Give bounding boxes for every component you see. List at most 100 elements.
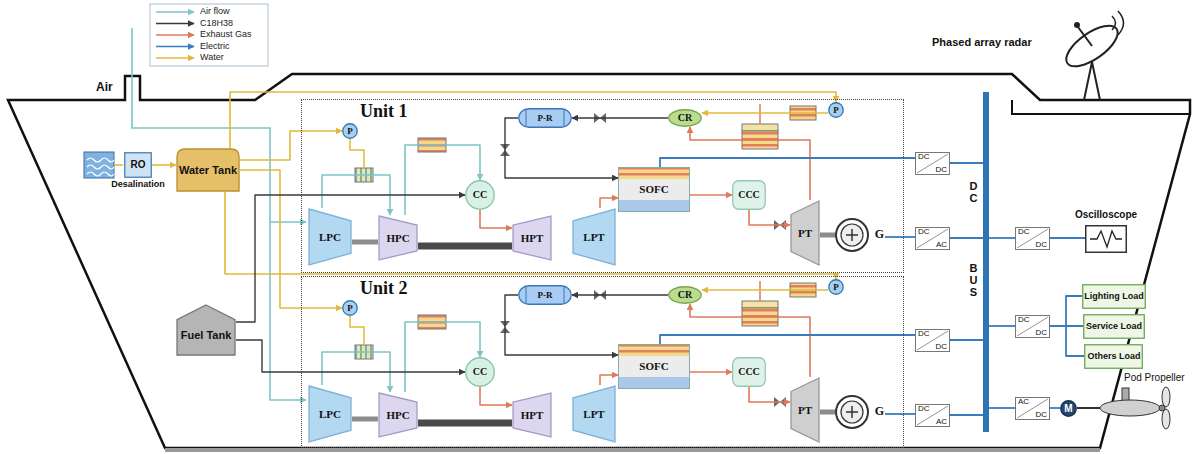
pump-circle: P [342, 123, 358, 139]
legend-text: Electric [200, 41, 230, 52]
pre-reformer: P-R [518, 285, 572, 305]
dc-bus: DCBUS [983, 92, 989, 432]
compressor-label: LPC [319, 231, 341, 244]
turbine-label: HPT [521, 409, 544, 422]
load-box-label: Others Load [1087, 351, 1140, 361]
converter: DCDC [1015, 227, 1050, 250]
fuel-cell-stack-label: SOFC [639, 183, 668, 196]
propeller-label: Pod Propeller [1124, 372, 1185, 383]
compressor: HPC [378, 215, 418, 261]
combustor-label: CCC [738, 366, 760, 378]
generator: G [835, 218, 885, 252]
reformer-label: CR [678, 112, 692, 124]
keel [165, 448, 1100, 452]
pod-propeller-icon [1077, 387, 1170, 429]
oscilloscope-label: Oscilloscope [1075, 209, 1137, 221]
fuel-cell-stack: SOFC [618, 344, 690, 389]
legend-entry: Air flow [200, 6, 230, 17]
fuel-connector [236, 340, 465, 372]
elec-connector [1050, 296, 1082, 326]
combustor-label: CC [473, 366, 487, 378]
converter-label: AC [1018, 398, 1029, 406]
unit-region-label: Unit 1 [360, 101, 408, 123]
converter-label: DC [918, 153, 930, 161]
motor: M [1060, 400, 1077, 417]
converter-label: DC [935, 343, 947, 351]
converter: DCDC [915, 152, 950, 175]
pump-circle: P [828, 102, 844, 118]
legend-sample [156, 46, 194, 48]
turbine-label: HPT [521, 232, 544, 245]
exh-connector [690, 194, 732, 196]
elec-connector [989, 237, 1015, 239]
pre-reformer: P-R [518, 108, 572, 128]
oscilloscope-outline [1085, 225, 1127, 253]
water-connector [702, 289, 828, 291]
elec-connector [950, 339, 983, 341]
dc-bus-outline [983, 92, 989, 432]
turbine: HPT [512, 215, 552, 261]
reformer: CR [668, 286, 702, 304]
legend-frame [150, 4, 268, 66]
converter-label: DC [1035, 329, 1047, 337]
generator: G [835, 395, 885, 429]
reformer: CR [668, 109, 702, 127]
pre-reformer-label: P-R [538, 290, 553, 300]
shaft2-connector [418, 420, 512, 427]
converter-label: DC [918, 405, 930, 413]
hull-outline [8, 74, 1190, 448]
turbine: LPT [572, 385, 616, 443]
converter-label: DC [1018, 316, 1030, 324]
elec-connector [950, 162, 983, 164]
pump-circle-label: P [347, 126, 353, 136]
fuel-tank-label: Fuel Tank [181, 329, 232, 342]
shaft1-connector [352, 417, 378, 422]
converter-label: DC [1035, 241, 1047, 249]
combustor: CCC [732, 180, 766, 210]
elec-connector [885, 413, 915, 415]
exh-connector [600, 198, 618, 208]
shaft1-connector [352, 240, 378, 245]
exh-connector [480, 387, 512, 405]
fuel-cell-stack: SOFC [618, 167, 690, 212]
converter: DC DC [1015, 315, 1050, 338]
exh-connector [749, 210, 790, 225]
radar-deck [1012, 100, 1190, 114]
radar-icon [1060, 11, 1124, 100]
converter: DCDC [915, 329, 950, 352]
combustor: CC [465, 180, 495, 210]
ro-unit-label: RO [131, 152, 146, 178]
ro-unit-label: Desalination [111, 179, 165, 189]
compressor-label: HPC [386, 409, 409, 422]
compressor-label: LPC [319, 408, 341, 421]
elec-connector [989, 325, 1015, 327]
unit-equipment [350, 104, 816, 230]
converter: ACDC [1015, 397, 1050, 420]
motor-label: M [1064, 403, 1072, 415]
legend-entry: Exhaust Gas [200, 29, 252, 40]
elec-connector [885, 236, 915, 238]
pump-circle-label: P [833, 105, 839, 115]
water-connector [702, 112, 828, 114]
turbine: HPT [512, 392, 552, 438]
legend-text: Air flow [200, 6, 230, 17]
load-box-label: Lighting Load [1084, 291, 1143, 301]
air-inlet-label-box: Air [96, 80, 113, 94]
legend-entry: Water [200, 52, 224, 63]
generator-label: G [875, 405, 884, 419]
combustor: CC [465, 357, 495, 387]
legend-text: Water [200, 52, 224, 63]
dc-bus-label: BUS [968, 262, 979, 298]
radar-label-box: Phased array radar [932, 36, 1032, 48]
ro-unit: RODesalination [124, 152, 152, 178]
generator-label: G [875, 228, 884, 242]
load-box-label: Service Load [1086, 321, 1142, 331]
turbine-label: LPT [583, 408, 604, 421]
elec-connector [660, 335, 915, 344]
pump-circle: P [342, 300, 358, 316]
exh-connector [749, 387, 790, 402]
shaft1-connector [820, 410, 835, 415]
combustor-label: CC [473, 189, 487, 201]
elec-connector [660, 158, 915, 167]
